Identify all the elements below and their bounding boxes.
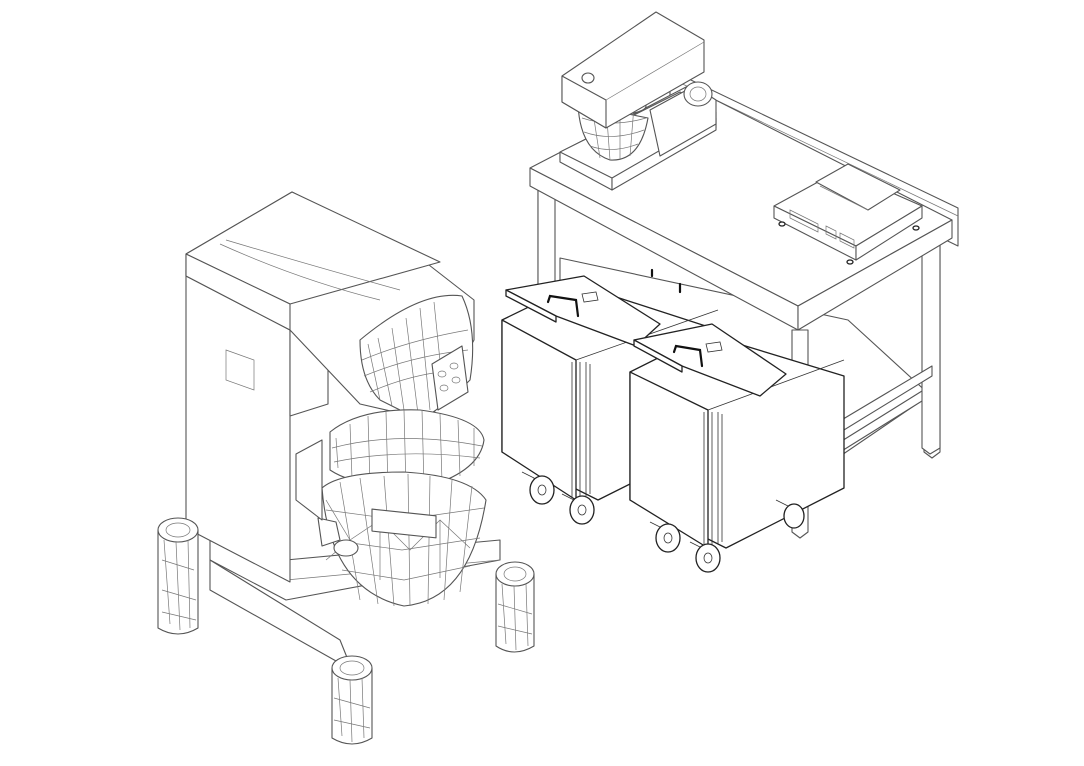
countertop-mixer: [559, 11, 717, 191]
ingredient-bin-right: [629, 323, 845, 573]
planetary-mixer: [157, 191, 535, 745]
digital-scale: [773, 163, 923, 265]
mixer-foot-right: [495, 561, 535, 653]
mixer-foot-front: [331, 655, 373, 745]
mixer-foot-left: [157, 517, 199, 635]
